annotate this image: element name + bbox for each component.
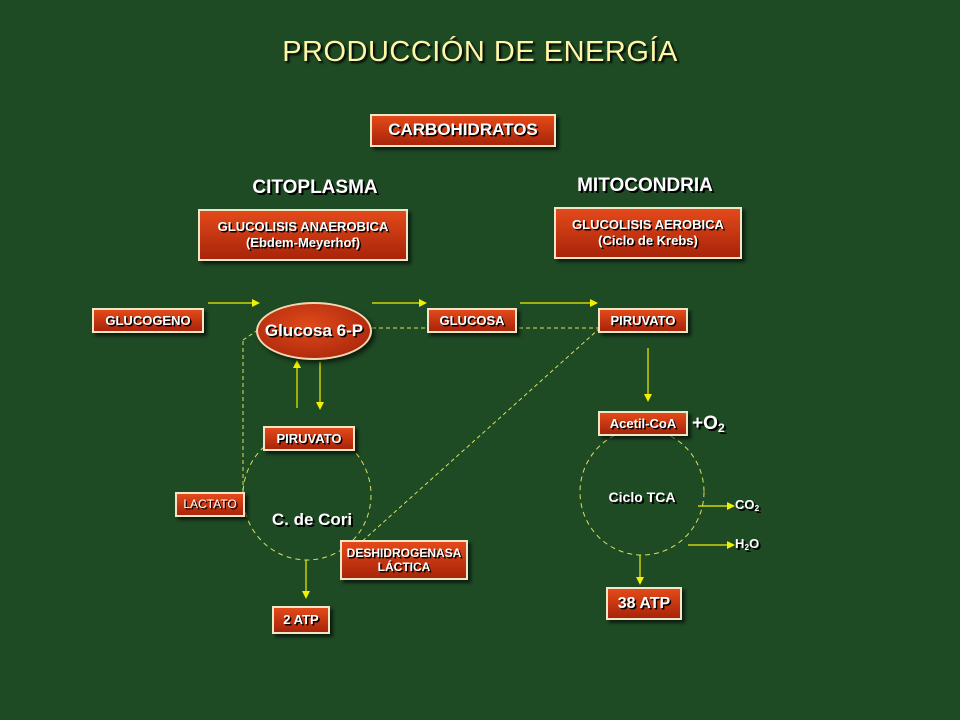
mitocondria-heading: MITOCONDRIA bbox=[577, 175, 713, 196]
deshidrogenasa-box: DESHIDROGENASA LÁCTICA bbox=[340, 540, 468, 580]
glucosa-6p-label: Glucosa 6-P bbox=[264, 321, 364, 340]
glucolisis-anaerobica-line1: GLUCOLISIS ANAEROBICA bbox=[217, 219, 389, 235]
piruvato-cito-box: PIRUVATO bbox=[263, 426, 355, 451]
piruvato-cito-label: PIRUVATO bbox=[276, 430, 342, 446]
dashed-piruvato-deshidrogenasa bbox=[357, 327, 601, 546]
o2-label: +O2 bbox=[692, 413, 725, 435]
glucosa-label: GLUCOSA bbox=[439, 312, 505, 328]
deshidrogenasa-line2: LÁCTICA bbox=[377, 560, 431, 574]
h2o-prefix: H bbox=[735, 536, 745, 551]
tca-cycle bbox=[579, 428, 705, 556]
glucogeno-label: GLUCOGENO bbox=[105, 312, 191, 328]
glucolisis-aerobica-line1: GLUCOLISIS AEROBICA bbox=[572, 217, 724, 233]
cori-cycle-label: C. de Cori bbox=[271, 510, 353, 529]
atp-38-box: 38 ATP bbox=[606, 587, 682, 620]
co2-sub: 2 bbox=[754, 503, 760, 514]
atp-2-box: 2 ATP bbox=[272, 606, 330, 634]
glucosa-6p-node: Glucosa 6-P bbox=[256, 302, 372, 360]
acetil-coa-label: Acetil-CoA bbox=[609, 415, 677, 431]
deshidrogenasa-line1: DESHIDROGENASA bbox=[346, 545, 462, 560]
co2-label: CO2 bbox=[735, 497, 759, 513]
o2-prefix: +O bbox=[692, 413, 718, 434]
glucolisis-anaerobica-line2: (Ebdem-Meyerhof) bbox=[245, 235, 361, 250]
atp-2-label: 2 ATP bbox=[283, 612, 319, 628]
carbohidratos-box: CARBOHIDRATOS bbox=[370, 114, 556, 147]
lactato-box: LACTATO bbox=[175, 492, 245, 517]
carbohidratos-label: CARBOHIDRATOS bbox=[388, 120, 538, 140]
lactato-label: LACTATO bbox=[183, 497, 237, 512]
glucosa-box: GLUCOSA bbox=[427, 308, 517, 333]
piruvato-mito-label: PIRUVATO bbox=[610, 312, 676, 328]
glucolisis-aerobica-line2: (Ciclo de Krebs) bbox=[598, 233, 698, 248]
piruvato-mito-box: PIRUVATO bbox=[598, 308, 688, 333]
glucolisis-anaerobica-box: GLUCOLISIS ANAEROBICA (Ebdem-Meyerhof) bbox=[198, 209, 408, 261]
co2-prefix: CO bbox=[735, 497, 755, 512]
ciclo-tca-label: Ciclo TCA bbox=[608, 489, 676, 505]
glucolisis-aerobica-box: GLUCOLISIS AEROBICA (Ciclo de Krebs) bbox=[554, 207, 742, 259]
glucogeno-box: GLUCOGENO bbox=[92, 308, 204, 333]
h2o-label: H2O bbox=[735, 536, 759, 552]
dashed-glucosa6p-piruvato bbox=[242, 329, 259, 341]
atp-38-label: 38 ATP bbox=[617, 594, 671, 612]
acetil-coa-box: Acetil-CoA bbox=[598, 411, 688, 436]
h2o-suffix: O bbox=[749, 536, 760, 551]
page-title: PRODUCCIÓN DE ENERGÍA bbox=[282, 36, 678, 68]
h2o-sub: 2 bbox=[744, 542, 750, 553]
citoplasma-heading: CITOPLASMA bbox=[252, 177, 378, 198]
o2-sub: 2 bbox=[717, 421, 725, 436]
